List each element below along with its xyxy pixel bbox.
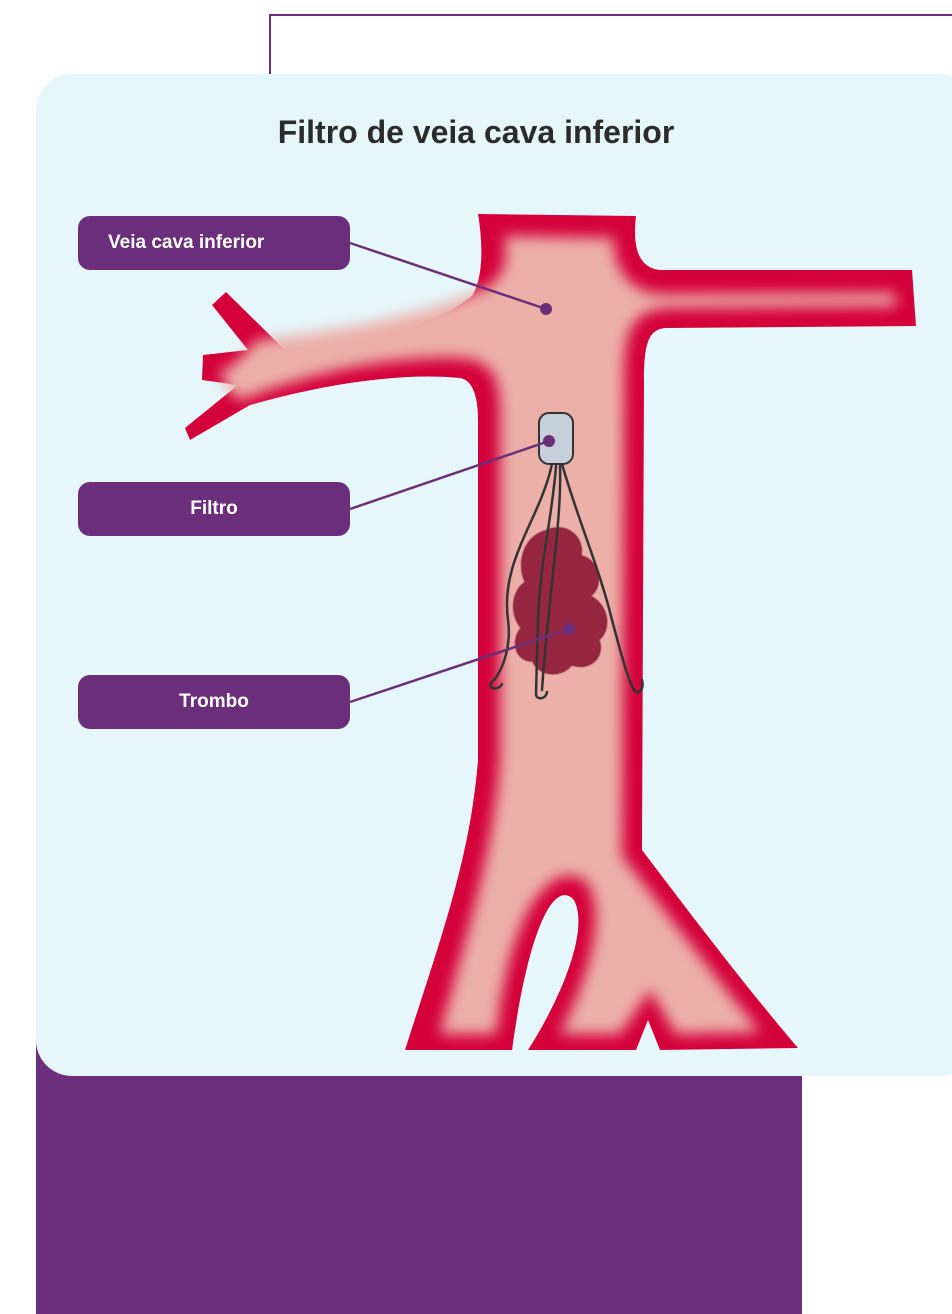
diagram-title: Filtro de veia cava inferior xyxy=(36,114,916,151)
label-filter: Filtro xyxy=(78,482,350,536)
label-vena-cava: Veia cava inferior xyxy=(78,216,350,270)
label-thrombus: Trombo xyxy=(78,675,350,729)
leader-dot-thrombus xyxy=(563,623,575,635)
leader-dot-filter xyxy=(543,435,555,447)
leader-dot-vena xyxy=(540,303,552,315)
